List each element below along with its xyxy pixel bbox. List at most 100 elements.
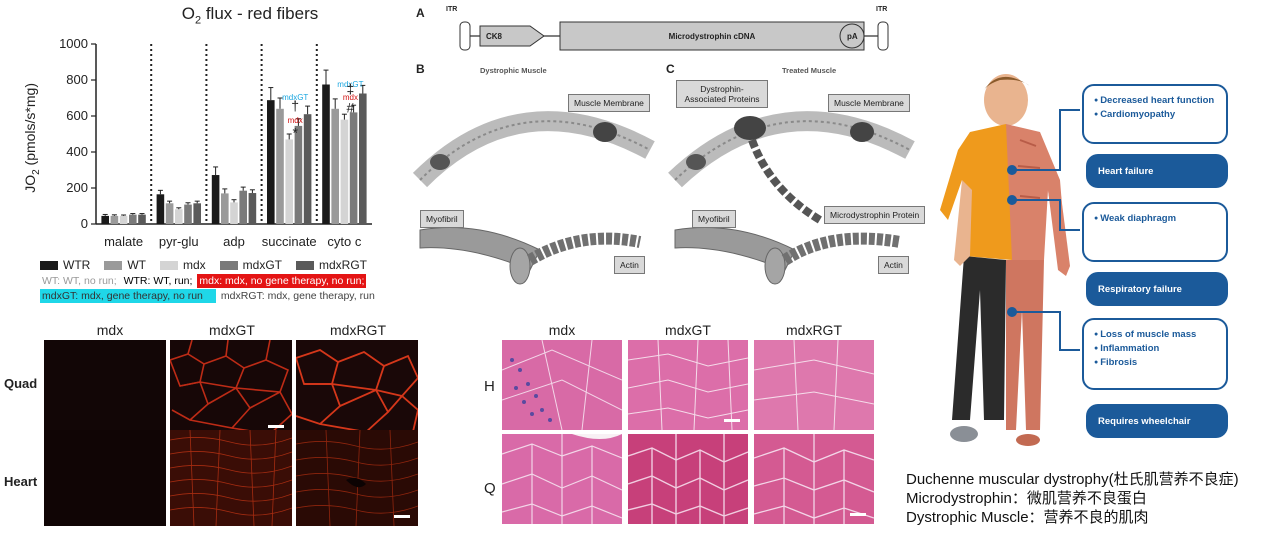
bar [175, 209, 183, 224]
bar [331, 108, 339, 224]
legend-label: WT [127, 258, 146, 272]
symptom-weak-diaphragm: Weak diaphragm [1094, 213, 1216, 224]
significance-annotation: mdx [288, 116, 303, 125]
callout-dystrophin-associated-proteins: Dystrophin-Associated Proteins [676, 80, 768, 108]
bar [303, 114, 312, 224]
callout-myofibril-c: Myofibril [692, 210, 736, 228]
y-tick-label: 600 [66, 108, 88, 123]
significance-annotation: * [292, 125, 298, 141]
fluor-heart-mdxgt-image [170, 430, 292, 526]
significance-annotation: mdx [343, 93, 358, 102]
symptom-cardiomyopathy: Cardiomyopathy [1094, 109, 1216, 120]
histo-h-mdx-image [502, 340, 622, 430]
panel-letter-c: C [666, 62, 675, 76]
bar [239, 190, 247, 224]
bar [211, 175, 220, 224]
x-tick-label: adp [223, 234, 245, 249]
bar [276, 108, 284, 224]
legend-entry: WT [104, 258, 146, 272]
fluor-col-mdx: mdx [96, 322, 124, 338]
note-mdx: mdx: mdx, no gene therapy, no run; [197, 274, 367, 288]
ck8-label: CK8 [486, 32, 503, 41]
dmd-body-panel: Decreased heart function Cardiomyopathy … [930, 70, 1269, 470]
bar [230, 202, 238, 224]
legend-swatch [159, 261, 178, 271]
x-tick-label: succinate [262, 234, 317, 249]
gene-construct-diagram [459, 21, 889, 51]
histo-scalebar-2 [850, 513, 866, 516]
fluor-heart-mdxrgt-texture [296, 430, 418, 526]
muscle-symptoms-box: Loss of muscle mass Inflammation Fibrosi… [1082, 318, 1228, 390]
histo-row-h: H [484, 378, 495, 395]
caption-line-1: Duchenne muscular dystrophy(杜氏肌营养不良症) [906, 471, 1239, 488]
outcome-heart-failure: Heart failure [1086, 154, 1228, 188]
y-tick-label: 200 [66, 180, 88, 195]
chart-title-sub: 2 [194, 14, 202, 27]
caption-line-2: Microdystrophin：微肌营养不良蛋白 [906, 490, 1147, 507]
significance-annotation: ‡ [347, 81, 355, 97]
histo-col-mdx: mdx [548, 322, 576, 338]
bar [165, 203, 174, 224]
histo-scalebar-1 [724, 419, 740, 422]
histo-col-mdxrgt: mdxRGT [786, 322, 842, 338]
callout-myofibril-b: Myofibril [420, 210, 464, 228]
bar [349, 112, 358, 224]
y-tick-label: 400 [66, 144, 88, 159]
diaphragm-symptoms-box: Weak diaphragm [1082, 202, 1228, 262]
x-tick-label: cyto c [327, 234, 361, 249]
bar [138, 214, 146, 224]
note-mdxgt: mdxGT: mdx, gene therapy, no run [40, 289, 216, 303]
symptom-inflammation: Inflammation [1094, 343, 1216, 354]
cdna-label: Microdystrophin cDNA [668, 32, 756, 41]
callout-actin-b: Actin [614, 256, 645, 274]
histo-col-mdxgt: mdxGT [665, 322, 711, 338]
bar [285, 139, 293, 224]
fluor-quad-mdxrgt-image [296, 340, 418, 436]
heart-symptoms-box: Decreased heart function Cardiomyopathy [1082, 84, 1228, 144]
legend-note-line-2: mdxGT: mdx, gene therapy, no run mdxRGT:… [40, 289, 377, 303]
note-mdxrgt: mdxRGT: mdx, gene therapy, run [220, 290, 375, 302]
legend-label: mdx [182, 258, 206, 272]
histo-h-mdx-texture [502, 340, 622, 430]
legend-swatch [296, 261, 314, 271]
significance-annotation: # [347, 99, 355, 115]
outcome-requires-wheelchair: Requires wheelchair [1086, 404, 1228, 438]
histo-q-mdx-image [502, 434, 622, 524]
legend-label: mdxGT [242, 258, 282, 272]
histo-h-mdxgt-image [628, 340, 748, 430]
y-tick-label: 1000 [59, 36, 88, 51]
histo-q-mdxrgt-image [754, 434, 874, 524]
bar [294, 125, 303, 224]
legend-swatch [40, 261, 58, 271]
outcome-respiratory-failure: Respiratory failure [1086, 272, 1228, 306]
itr-right-label: ITR [876, 6, 888, 13]
callout-membrane-c: Muscle Membrane [828, 94, 910, 112]
significance-annotation: mdxGT [337, 80, 363, 89]
legend-note-line-1: WT: WT, no run; WTR: WT, run; mdx: mdx, … [40, 274, 367, 288]
callout-membrane-b: Muscle Membrane [568, 94, 650, 112]
x-tick-label: pyr-glu [159, 234, 199, 249]
fluor-col-mdxgt: mdxGT [209, 322, 255, 338]
pa-label: pA [847, 32, 858, 41]
fluor-quad-mdx-image [44, 340, 166, 436]
legend-entry: WTR [40, 258, 90, 272]
itr-left-label: ITR [446, 6, 458, 13]
fluor-col-mdxrgt: mdxRGT [330, 322, 386, 338]
fluor-row-quad: Quad [4, 376, 38, 391]
bar [156, 194, 165, 224]
bar [267, 100, 275, 224]
bar [359, 93, 367, 224]
panel-letter-a: A [416, 6, 425, 20]
chart-title-rest: flux - red fibers [201, 4, 319, 23]
connector-lines [1007, 109, 1080, 351]
chart-title: O2 flux - red fibers [140, 4, 360, 26]
y-tick-label: 0 [81, 216, 88, 231]
bar [193, 203, 201, 224]
note-wt: WT: WT, no run; [42, 275, 117, 287]
microdystrophin-schematic: A ITR ITR CK8 Microdystrophin cDNA pA B … [400, 0, 930, 290]
bar [110, 215, 119, 224]
fluor-scalebar-1 [268, 425, 284, 428]
fluor-scalebar-2 [394, 515, 410, 518]
bar [119, 215, 128, 224]
panel-letter-b: B [416, 62, 425, 76]
